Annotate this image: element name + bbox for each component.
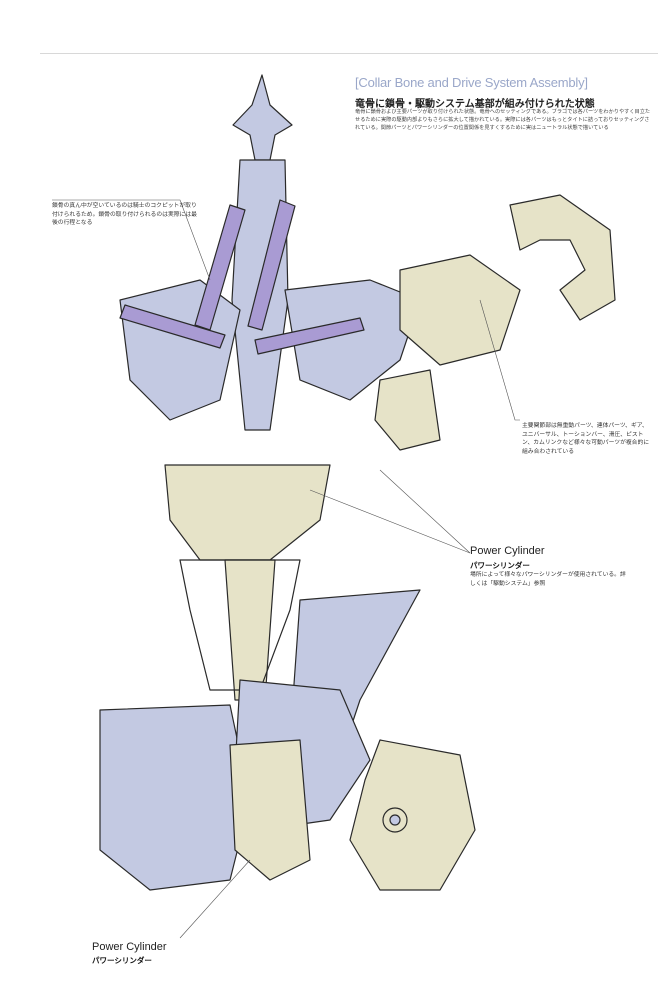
- collar-bone-right: [247, 199, 296, 331]
- page-description: 竜骨に鎖骨および主要パーツが取り付けられた状態。竜骨へのセッティングである。ブラ…: [355, 109, 651, 131]
- power-cylinder-label-jp-2: パワーシリンダー: [92, 956, 152, 965]
- collar-bar-left: [119, 304, 226, 349]
- spine-lower: [224, 559, 276, 701]
- hip-block-left: [99, 704, 251, 891]
- page-subtitle: 竜骨に鎖骨・駆動システム基部が組み付けられた状態: [355, 99, 595, 110]
- leader-cylinder-1a: [379, 469, 471, 554]
- arm-claw: [509, 194, 616, 321]
- power-cylinder-label-en: Power Cylinder: [470, 545, 545, 557]
- rib-cage: [164, 464, 331, 561]
- power-cylinder-label-jp: パワーシリンダー: [470, 561, 530, 570]
- leader-left: [52, 199, 211, 281]
- page-title: [Collar Bone and Drive System Assembly]: [355, 75, 588, 90]
- leader-cylinder-1b: [309, 489, 471, 554]
- collar-bone-note: 鎖骨の真ん中が空いているのは騎士のコクピットが取り付けられるため。鎖骨の取り付け…: [52, 203, 197, 226]
- upper-arm-joint: [399, 254, 521, 366]
- shoulder-frame-right: [284, 279, 421, 401]
- thigh-joint-right: [349, 739, 476, 891]
- hand-fingers: [374, 369, 441, 451]
- joint-parts-note: 主要関節部は無重動パーツ、連体パーツ、ギア、ユニバーサル、トーションバー、滑圧、…: [522, 423, 650, 455]
- crest-spike: [232, 74, 293, 161]
- collar-bar-right: [254, 317, 365, 355]
- top-divider: [40, 53, 658, 54]
- leader-cylinder-2: [179, 859, 251, 939]
- power-cylinder-label-en-2: Power Cylinder: [92, 941, 167, 953]
- power-cylinder-description: 場所によって様々なパワーシリンダーが使用されている。詳しくは「駆動システム」参照: [470, 572, 626, 587]
- leader-right: [479, 299, 520, 421]
- thigh-joint-left: [229, 739, 311, 881]
- shoulder-frame-left: [119, 279, 241, 421]
